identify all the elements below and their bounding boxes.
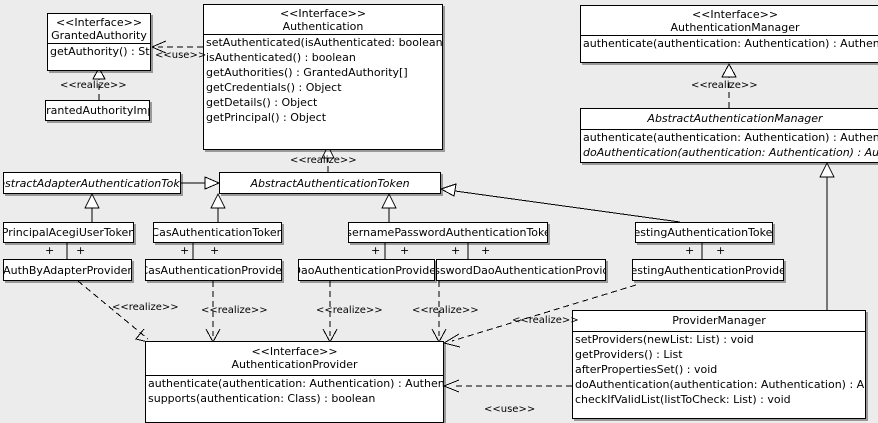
member-row: getPrincipal() : Object — [206, 111, 327, 124]
member-row: getProviders() : List — [575, 348, 683, 361]
member-row: authenticate(authentication: Authenticat… — [583, 131, 878, 144]
class-header: <<Interface>> Authentication — [204, 5, 442, 34]
association-mark-testing-left: + — [685, 244, 695, 257]
edge-label-realize-cas-authentication-provider: <<realize>> — [201, 305, 268, 316]
class-username-password-authentication-token[interactable]: UsernamePasswordAuthenticationToken — [348, 222, 548, 243]
class-testing-authentication-token[interactable]: TestingAuthenticationToken — [635, 222, 773, 243]
class-name: GrantedAuthority — [51, 29, 147, 42]
edge-label-realize-granted-authority-impl: <<realize>> — [60, 80, 127, 91]
members-compartment: setAuthenticated(isAuthenticated: boolea… — [204, 35, 442, 125]
class-name: ProviderManager — [672, 314, 766, 327]
class-cas-authentication-provider[interactable]: CasAuthenticationProvider — [145, 259, 282, 281]
association-mark-cas-left: + — [180, 244, 190, 257]
stereotype-label: <<Interface>> — [251, 345, 338, 358]
member-row: setAuthenticated(isAuthenticated: boolea… — [206, 36, 443, 49]
class-authentication-provider[interactable]: <<Interface>> AuthenticationProvider aut… — [145, 341, 444, 423]
compartment-divider — [48, 43, 150, 44]
association-mark-testing-right: + — [716, 244, 726, 257]
member-row: isAuthenticated() : boolean — [206, 51, 356, 64]
class-auth-by-adapter-provider[interactable]: AuthByAdapterProvider — [3, 259, 132, 281]
association-mark-principal-left: + — [45, 244, 55, 257]
class-cas-authentication-token[interactable]: CasAuthenticationToken — [153, 222, 282, 243]
compartment-divider — [581, 35, 878, 36]
member-row: doAuthentication(authentication: Authent… — [583, 146, 878, 159]
compartment-divider — [204, 34, 442, 35]
class-abstract-authentication-token[interactable]: AbstractAuthenticationToken — [219, 172, 441, 194]
class-name: UsernamePasswordAuthenticationToken — [348, 226, 548, 239]
edge-label-use-provider-manager: <<use>> — [484, 404, 536, 415]
edge-label-realize-authentication-token: <<realize>> — [290, 155, 357, 166]
class-name: AbstractAdapterAuthenticationToken — [4, 176, 180, 190]
member-row: supports(authentication: Class) : boolea… — [148, 392, 376, 405]
association-mark-upat-d: + — [481, 244, 491, 257]
member-row: afterPropertiesSet() : void — [575, 363, 718, 376]
member-row: authenticate(authentication: Authenticat… — [148, 377, 443, 390]
class-password-dao-authentication-provider[interactable]: PasswordDaoAuthenticationProvider — [436, 259, 606, 281]
class-name: AuthenticationManager — [670, 21, 800, 34]
class-name: PrincipalAcegiUserToken — [3, 226, 134, 239]
edge-label-use-granted-authority: <<use>> — [155, 50, 207, 61]
class-name: Authentication — [282, 20, 364, 33]
compartment-divider — [146, 375, 443, 376]
class-header: <<Interface>> AuthenticationProvider — [146, 342, 443, 372]
class-name: DaoAuthenticationProvider — [298, 263, 435, 277]
class-header: <<Interface>> GrantedAuthority — [48, 14, 150, 43]
class-granted-authority[interactable]: <<Interface>> GrantedAuthority getAuthor… — [47, 13, 151, 71]
class-name: AbstractAuthenticationManager — [647, 112, 823, 125]
compartment-divider — [573, 331, 865, 332]
member-row: getAuthorities() : GrantedAuthority[] — [206, 66, 408, 79]
class-name: CasAuthenticationProvider — [145, 263, 282, 277]
class-abstract-adapter-authentication-token[interactable]: AbstractAdapterAuthenticationToken — [3, 172, 181, 194]
edge-label-realize-auth-by-adapter-provider: <<realize>> — [112, 302, 179, 313]
edge-label-realize-password-dao-authentication-provider: <<realize>> — [412, 305, 479, 316]
class-name: AuthenticationProvider — [231, 358, 358, 371]
members-compartment: getAuthority() : String — [48, 44, 150, 59]
class-principal-acegi-user-token[interactable]: PrincipalAcegiUserToken — [3, 222, 134, 243]
member-row: getCredentials() : Object — [206, 81, 342, 94]
class-name: GrantedAuthorityImpl — [46, 104, 149, 117]
association-mark-upat-c: + — [451, 244, 461, 257]
class-name: AuthByAdapterProvider — [3, 263, 132, 277]
class-name: PasswordDaoAuthenticationProvider — [437, 263, 605, 277]
class-header: ProviderManager — [573, 311, 865, 328]
association-mark-principal-right: + — [76, 244, 86, 257]
class-name: CasAuthenticationToken — [153, 226, 282, 239]
members-compartment: authenticate(authentication: Authenticat… — [581, 36, 878, 51]
class-header: <<Interface>> AuthenticationManager — [581, 6, 878, 35]
class-header: AbstractAuthenticationManager — [581, 109, 878, 126]
class-testing-authentication-provider[interactable]: TestingAuthenticationProvider — [632, 259, 784, 281]
class-abstract-authentication-manager[interactable]: AbstractAuthenticationManager authentica… — [580, 108, 878, 163]
members-compartment: authenticate(authentication: Authenticat… — [581, 130, 878, 160]
association-mark-cas-right: + — [210, 244, 220, 257]
stereotype-label: <<Interface>> — [691, 8, 779, 21]
member-row: doAuthentication(authentication: Authent… — [575, 378, 865, 391]
members-compartment: authenticate(authentication: Authenticat… — [146, 376, 443, 406]
edge-label-realize-dao-authentication-provider: <<realize>> — [316, 305, 383, 316]
class-name: TestingAuthenticationToken — [635, 226, 773, 239]
class-name: AbstractAuthenticationToken — [250, 176, 410, 190]
member-row: getDetails() : Object — [206, 96, 318, 109]
stereotype-label: <<Interface>> — [55, 16, 143, 29]
edge-label-realize-testing-authentication-provider: <<realize>> — [512, 315, 579, 326]
compartment-divider — [581, 129, 878, 130]
edge-label-realize-abstract-authentication-manager: <<realize>> — [691, 80, 758, 91]
members-compartment: setProviders(newList: List) : void getPr… — [573, 332, 865, 407]
member-row: getAuthority() : String — [50, 45, 150, 58]
member-row: checkIfValidList(listToCheck: List) : vo… — [575, 393, 791, 406]
class-name: TestingAuthenticationProvider — [632, 263, 784, 277]
class-authentication-manager[interactable]: <<Interface>> AuthenticationManager auth… — [580, 5, 878, 63]
member-row: authenticate(authentication: Authenticat… — [583, 37, 878, 50]
stereotype-label: <<Interface>> — [279, 7, 367, 20]
association-mark-upat-a: + — [371, 244, 381, 257]
class-authentication[interactable]: <<Interface>> Authentication setAuthenti… — [203, 4, 443, 150]
member-row: setProviders(newList: List) : void — [575, 333, 754, 346]
class-provider-manager[interactable]: ProviderManager setProviders(newList: Li… — [572, 310, 866, 419]
association-mark-upat-b: + — [400, 244, 410, 257]
class-granted-authority-impl[interactable]: GrantedAuthorityImpl — [45, 100, 150, 121]
class-dao-authentication-provider[interactable]: DaoAuthenticationProvider — [298, 259, 435, 281]
